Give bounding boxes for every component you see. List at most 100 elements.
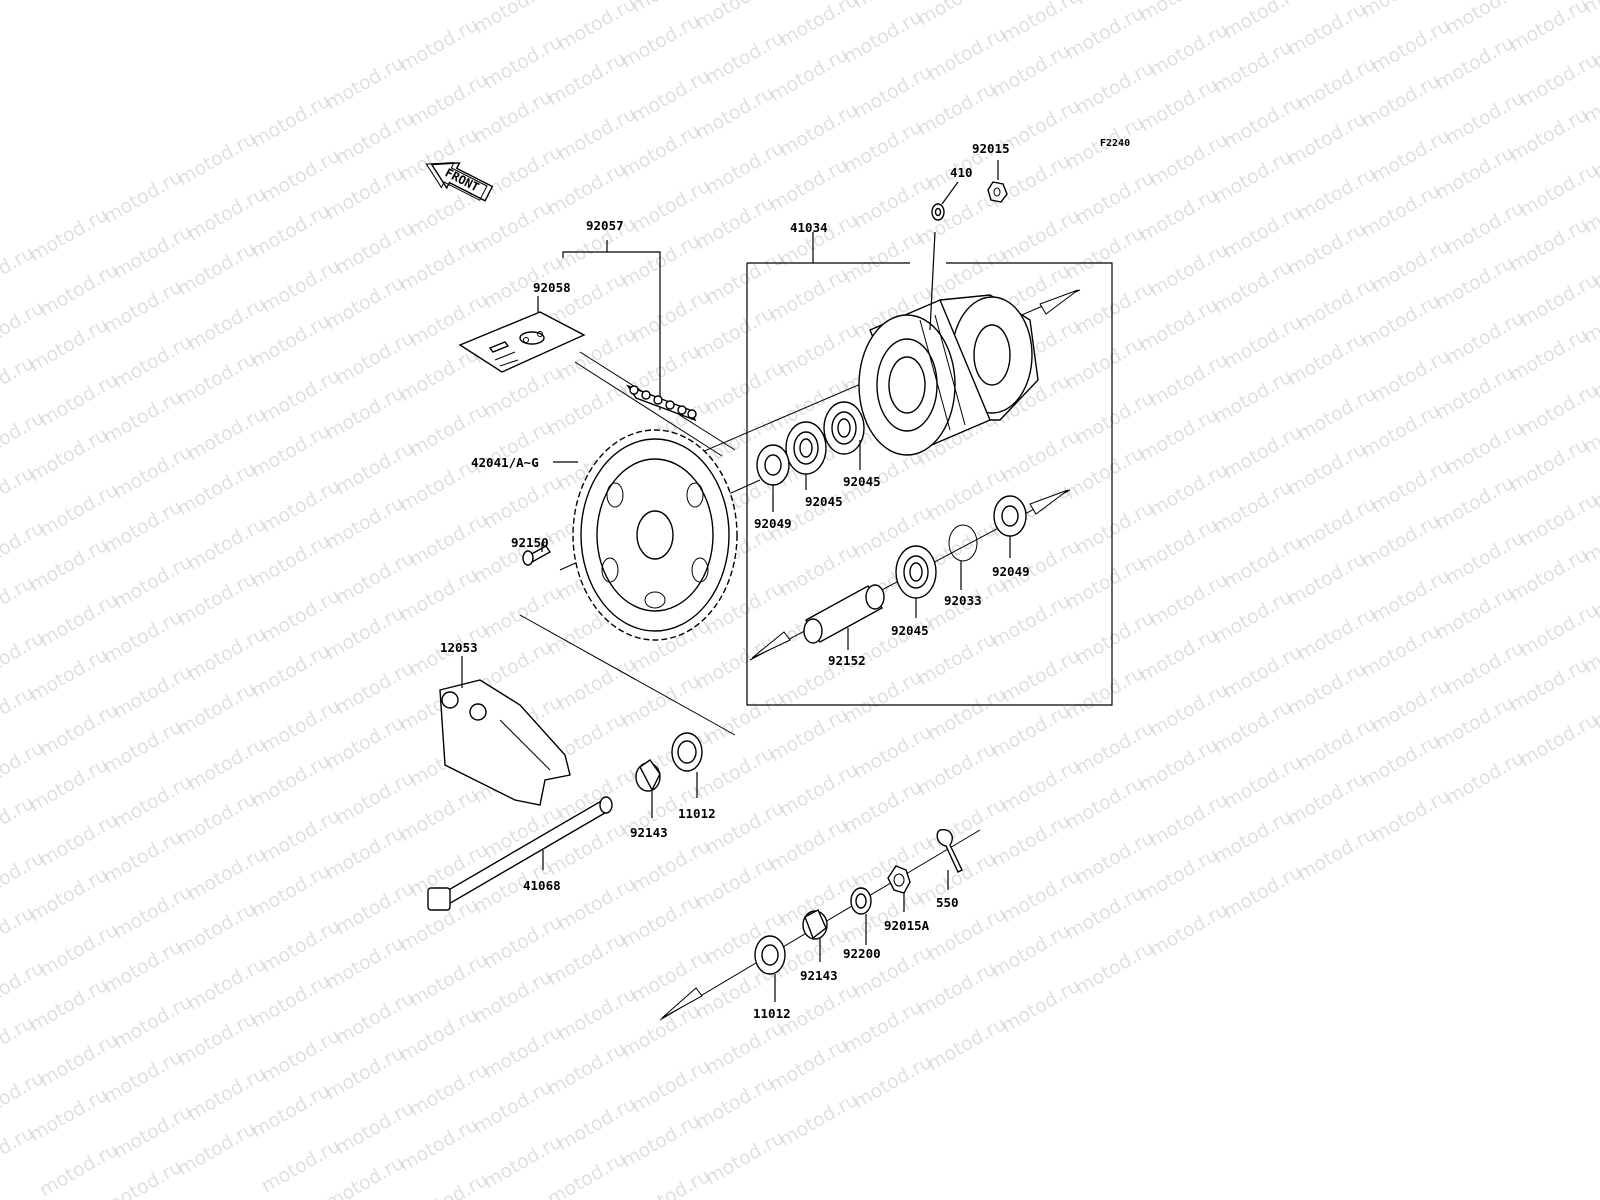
watermark-text: motod.ru	[776, 1089, 862, 1152]
watermark-text: motod.ru	[776, 759, 862, 822]
watermark-text: motod.ru	[988, 810, 1074, 873]
nut-92015A-icon	[887, 865, 911, 894]
watermark-text: motod.ru	[1368, 785, 1454, 848]
callout-11012-b: 11012	[753, 1006, 791, 1021]
watermark-text: motod.ru	[924, 1013, 1010, 1076]
watermark-text: motod.ru	[184, 733, 270, 796]
watermark-text: motod.ru	[100, 826, 186, 889]
watermark-text: motod.ru	[766, 154, 852, 217]
watermark-text: motod.ru	[1358, 620, 1444, 683]
watermark-text: motod.ru	[1136, 294, 1222, 357]
watermark-text: motod.ru	[544, 928, 630, 991]
watermark-text: motod.ru	[332, 987, 418, 1050]
bearing-92045-a-icon	[823, 401, 865, 455]
nut-92015-icon	[987, 181, 1008, 203]
watermark-text: motod.ru	[322, 382, 408, 445]
watermark-text: motod.ru	[618, 10, 704, 73]
watermark-text: motod.ru	[924, 683, 1010, 746]
watermark-text: motod.ru	[1368, 15, 1454, 78]
watermark-text: motod.ru	[1210, 696, 1296, 759]
watermark-text: motod.ru	[628, 65, 714, 128]
watermark-text: motod.ru	[1368, 235, 1454, 298]
callout-92057: 92057	[586, 218, 624, 233]
watermark-text: motod.ru	[258, 695, 344, 758]
watermark-text: motod.ru	[998, 975, 1084, 1038]
watermark-text: motod.ru	[702, 247, 788, 310]
watermark-text: motod.ru	[914, 78, 1000, 141]
spacer-11012-b-icon	[754, 935, 786, 975]
watermark-text: motod.ru	[998, 755, 1084, 818]
watermark-text: motod.ru	[1358, 70, 1444, 133]
watermark-text: motod.ru	[618, 890, 704, 953]
watermark-text: motod.ru	[396, 454, 482, 517]
watermark-text: motod.ru	[1220, 201, 1306, 264]
watermark-text: motod.ru	[26, 974, 112, 1037]
callout-92143-a: 92143	[630, 825, 668, 840]
watermark-text: motod.ru	[258, 365, 344, 428]
figure-ref: F2240	[1100, 138, 1130, 149]
watermark-text: motod.ru	[248, 970, 334, 1033]
watermark-text: motod.ru	[1294, 823, 1380, 886]
watermark-text: motod.ru	[322, 932, 408, 995]
watermark-text: motod.ru	[628, 175, 714, 238]
watermark-text: motod.ru	[1284, 438, 1370, 501]
watermark-text: motod.ru	[184, 513, 270, 576]
watermark-text: motod.ru	[840, 996, 926, 1059]
watermark-text: motod.ru	[702, 357, 788, 420]
watermark-text: motod.ru	[840, 116, 926, 179]
watermark-text: motod.ru	[26, 864, 112, 927]
callout-92049-a: 92049	[754, 516, 792, 531]
watermark-text: motod.ru	[1368, 565, 1454, 628]
watermark-text: motod.ru	[914, 188, 1000, 251]
watermark-text: motod.ru	[628, 285, 714, 348]
watermark-text: motod.ru	[406, 69, 492, 132]
watermark-text: motod.ru	[184, 953, 270, 1016]
watermark-text: motod.ru	[1220, 311, 1306, 374]
watermark-text: motod.ru	[1146, 459, 1232, 522]
watermark-text: motod.ru	[988, 150, 1074, 213]
watermark-text: motod.ru	[322, 162, 408, 225]
watermark-text: motod.ru	[766, 704, 852, 767]
watermark-text: motod.ru	[702, 137, 788, 200]
watermark-text: motod.ru	[840, 226, 926, 289]
watermark-text: motod.ru	[184, 843, 270, 906]
axle-icon	[427, 796, 613, 911]
watermark-text: motod.ru	[1294, 713, 1380, 776]
watermark-text: motod.ru	[702, 687, 788, 750]
watermark-text: motod.ru	[1136, 184, 1222, 247]
watermark-text: motod.ru	[1294, 53, 1380, 116]
watermark-text: motod.ru	[1294, 603, 1380, 666]
watermark-text: motod.ru	[1210, 256, 1296, 319]
watermark-text: motod.ru	[110, 1101, 196, 1164]
watermark-text: motod.ru	[924, 243, 1010, 306]
watermark-text: motod.ru	[248, 90, 334, 153]
watermark-text: motod.ru	[470, 86, 556, 149]
watermark-text: motod.ru	[544, 1148, 630, 1200]
watermark-text: motod.ru	[1516, 49, 1600, 112]
watermark-text: motod.ru	[1506, 654, 1592, 717]
watermark-text: motod.ru	[1062, 882, 1148, 945]
watermark-text: motod.ru	[1136, 734, 1222, 797]
watermark-text: motod.ru	[1432, 362, 1518, 425]
watermark-text: motod.ru	[1368, 125, 1454, 188]
watermark-text: motod.ru	[1220, 861, 1306, 924]
watermark-text: motod.ru	[480, 1021, 566, 1084]
watermark-text: motod.ru	[1442, 87, 1528, 150]
watermark-text: motod.ru	[1210, 146, 1296, 209]
watermark-text: motod.ru	[554, 873, 640, 936]
watermark-text: motod.ru	[1146, 899, 1232, 962]
watermark-text: motod.ru	[692, 852, 778, 915]
watermark-text: motod.ru	[36, 919, 122, 982]
watermark-text: motod.ru	[1358, 0, 1444, 22]
watermark-text: motod.ru	[1442, 747, 1528, 810]
watermark-text: motod.ru	[480, 31, 566, 94]
watermark-text: motod.ru	[766, 814, 852, 877]
chain-section-icon	[626, 384, 697, 422]
watermark-text: motod.ru	[1210, 586, 1296, 649]
watermark-text: motod.ru	[628, 835, 714, 898]
watermark-text: motod.ru	[692, 82, 778, 145]
watermark-text: motod.ru	[174, 568, 260, 631]
watermark-text: motod.ru	[174, 458, 260, 521]
watermark-text: motod.ru	[36, 809, 122, 872]
